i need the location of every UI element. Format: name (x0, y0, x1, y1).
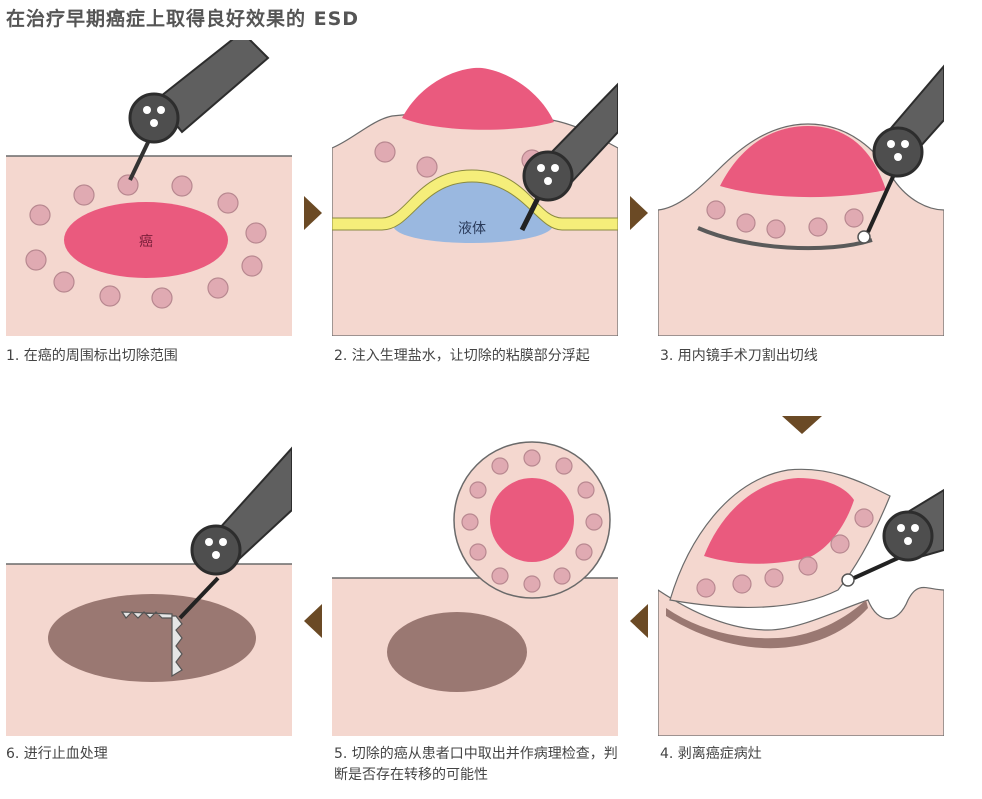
step-5-caption: 5. 切除的癌从患者口中取出并作病理检查，判断是否存在转移的可能性 (334, 746, 618, 783)
fluid-label: 液体 (458, 221, 486, 237)
step-3-caption: 3. 用内镜手术刀割出切线 (660, 348, 818, 364)
step-6-caption: 6. 进行止血处理 (6, 746, 108, 762)
tumor (64, 202, 228, 278)
marking-dots (25, 174, 267, 309)
step-2-caption: 2. 注入生理盐水，让切除的粘膜部分浮起 (334, 348, 590, 364)
endoscope-icon (128, 40, 270, 181)
incision-line (697, 226, 873, 251)
endoscope-icon (853, 488, 944, 580)
removed-specimen (453, 441, 611, 599)
step-2-panel: 液体 (332, 40, 618, 336)
step-6-panel (6, 440, 292, 736)
page-title: 在治疗早期癌症上取得良好效果的 ESD (6, 8, 360, 30)
triangle-arrow-icon (630, 604, 648, 638)
tumor-label: 癌 (139, 234, 153, 250)
triangle-arrow-icon (304, 604, 322, 638)
knife-tip (857, 230, 871, 244)
triangle-arrow-icon (782, 416, 822, 434)
triangle-arrow-icon (304, 196, 322, 230)
marking-dots (696, 508, 874, 598)
endoscope-icon (178, 446, 292, 620)
lifted-tumor (720, 126, 886, 198)
wound-area (387, 612, 527, 692)
marking-dots (706, 200, 864, 239)
endoscope-icon (866, 64, 944, 233)
step-4-panel (658, 440, 944, 736)
step-1-panel: 癌 (6, 40, 292, 336)
step-5-panel (332, 440, 618, 736)
wound-area (48, 594, 256, 682)
step-4-caption: 4. 剥离癌症病灶 (660, 746, 762, 762)
triangle-arrow-icon (630, 196, 648, 230)
endoscope-icon (519, 82, 618, 232)
mucosa-layer (332, 169, 618, 231)
step-1-caption: 1. 在癌的周围标出切除范围 (6, 348, 178, 364)
fluid (394, 180, 552, 243)
step-3-panel (658, 40, 944, 336)
lifted-tumor (402, 67, 554, 130)
hemostatic-clip (120, 611, 183, 678)
knife-tip (841, 573, 855, 587)
exposed-wound (666, 600, 868, 649)
lifted-tumor (704, 478, 854, 564)
